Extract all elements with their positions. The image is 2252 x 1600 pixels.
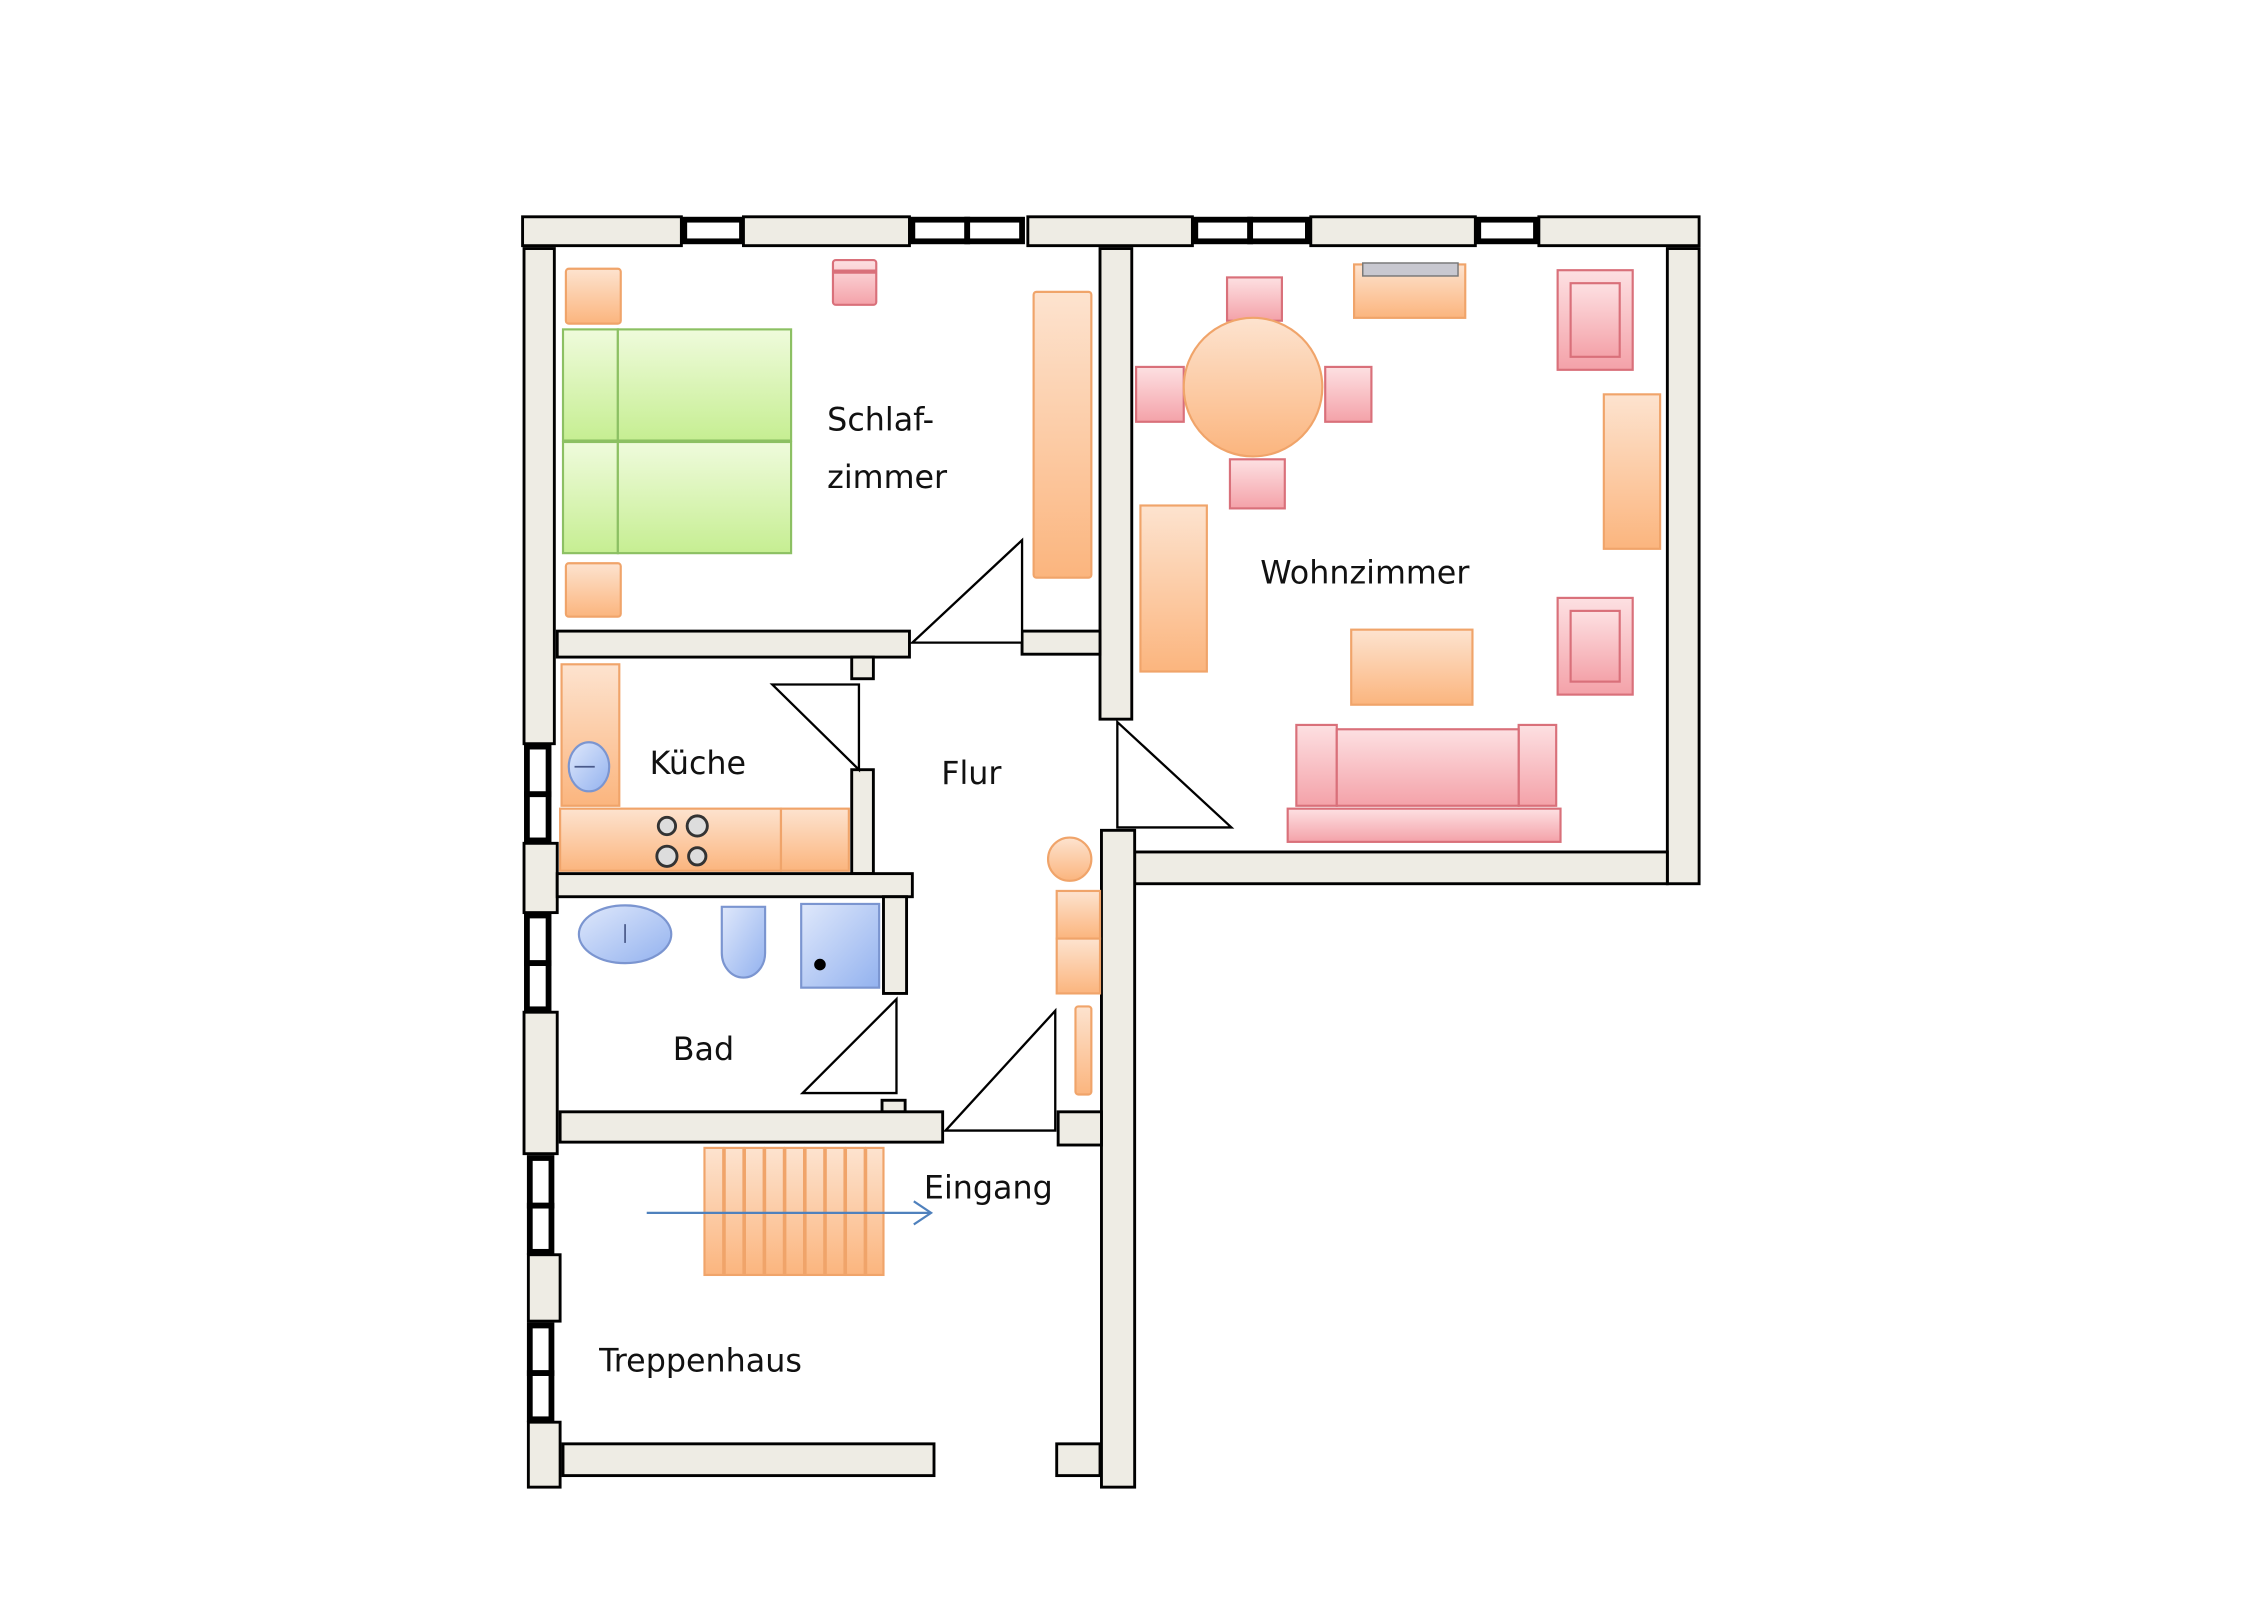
window — [964, 216, 1025, 245]
window — [1192, 216, 1254, 245]
door-kueche — [769, 683, 861, 773]
window — [909, 216, 971, 245]
kitchen-cabinet — [560, 663, 621, 807]
window — [526, 1370, 555, 1423]
shoe-cabinet — [1055, 937, 1102, 995]
label-wohnzimmer: Wohnzimmer — [1260, 555, 1470, 591]
window — [524, 791, 552, 844]
tv — [1362, 262, 1459, 277]
toilet — [720, 905, 767, 979]
stairs — [646, 1146, 934, 1277]
window — [524, 912, 552, 967]
label-flur: Flur — [941, 756, 1002, 792]
chair — [1324, 365, 1373, 423]
sofa — [1286, 723, 1562, 843]
door-bad — [799, 996, 898, 1095]
walls — [521, 215, 1701, 1489]
doors — [769, 537, 1235, 1132]
shower — [800, 902, 881, 989]
cabinet — [1602, 393, 1662, 550]
chair — [1228, 458, 1286, 510]
label-schlafzimmer-1: Schlaf- — [827, 402, 934, 438]
wardrobe — [1032, 290, 1093, 579]
label-schlafzimmer-2: zimmer — [827, 460, 948, 496]
window — [1247, 216, 1311, 245]
nightstand — [564, 562, 622, 618]
stove-burners — [655, 814, 709, 868]
bed — [561, 328, 793, 555]
window — [526, 1322, 555, 1376]
room-labels: Schlaf- zimmer Wohnzimmer Küche Flur Bad… — [598, 402, 1470, 1379]
coat-rack — [1074, 1005, 1093, 1096]
furniture-wohnzimmer — [1135, 262, 1662, 843]
label-bad: Bad — [673, 1032, 734, 1068]
counter — [779, 807, 850, 872]
door-wohnzimmer — [1116, 719, 1235, 829]
window — [526, 1155, 555, 1209]
label-kueche: Küche — [650, 746, 746, 782]
arrow-icon — [646, 1200, 934, 1226]
stool — [1046, 836, 1093, 882]
shoe-cabinet — [1055, 889, 1102, 940]
shelf — [1139, 504, 1208, 673]
label-treppenhaus: Treppenhaus — [598, 1344, 802, 1380]
label-eingang: Eingang — [924, 1170, 1053, 1206]
door-eingang — [942, 1007, 1057, 1132]
chair — [1225, 276, 1283, 322]
furniture-schlafzimmer — [561, 259, 1093, 618]
window — [524, 743, 552, 798]
furniture-bad — [577, 902, 881, 989]
dining-table — [1182, 316, 1324, 458]
window — [1475, 216, 1539, 245]
chair — [1135, 365, 1185, 423]
nightstand — [564, 267, 622, 325]
window — [524, 960, 552, 1013]
door-schlafzimmer — [909, 537, 1024, 644]
chair — [831, 259, 878, 306]
window — [526, 1202, 555, 1255]
furniture-kueche — [559, 663, 850, 872]
window — [681, 216, 745, 245]
coffee-table — [1350, 628, 1474, 706]
furniture-flur — [1046, 836, 1102, 1096]
